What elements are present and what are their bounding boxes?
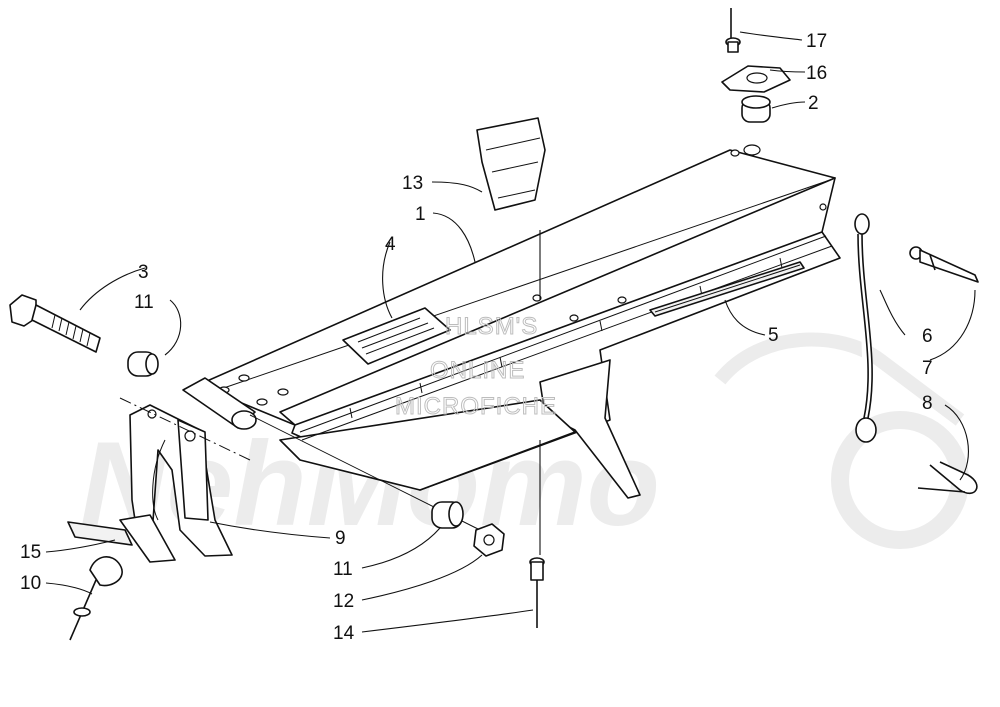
stand <box>119 404 233 563</box>
watermark-line-1: HLSM'S <box>445 313 538 340</box>
watermark-line-2: ONLINE <box>430 357 525 384</box>
callout-7: 7 <box>922 358 933 379</box>
leader-lines <box>45 31 976 633</box>
callout-2: 2 <box>808 93 819 114</box>
callout-8: 8 <box>922 393 933 414</box>
watermark-text: HLSM'S ONLINE MICROFICHE <box>395 313 557 421</box>
deck-holes <box>218 144 827 406</box>
callout-13: 13 <box>402 173 423 194</box>
bolt <box>9 294 101 353</box>
pin <box>909 246 979 283</box>
tether-cable <box>854 213 877 443</box>
callout-1: 1 <box>415 204 426 225</box>
callout-6: 6 <box>922 326 933 347</box>
nut <box>473 523 505 557</box>
grommet <box>741 95 771 123</box>
plate <box>67 521 133 546</box>
callout-4: 4 <box>385 234 396 255</box>
callout-12: 12 <box>333 591 354 612</box>
callout-5: 5 <box>768 325 779 346</box>
callout-11-lower: 11 <box>333 559 353 580</box>
callout-11-upper: 11 <box>134 292 154 313</box>
knob <box>69 556 123 641</box>
rivet-lower <box>529 557 545 628</box>
bracket-clip <box>476 117 546 211</box>
callout-9: 9 <box>335 528 346 549</box>
bushing-upper <box>127 351 159 377</box>
watermark-line-3: MICROFICHE <box>395 393 557 420</box>
flange-plate <box>721 65 791 93</box>
hair-pin-clip <box>917 461 978 495</box>
callout-14: 14 <box>333 623 355 644</box>
callout-10: 10 <box>20 573 41 594</box>
rivet-top <box>725 8 741 53</box>
callout-15: 15 <box>20 542 41 563</box>
bushing-lower <box>431 501 464 529</box>
callout-labels: 17 16 2 13 1 4 3 11 5 6 7 8 9 15 10 11 1… <box>20 31 933 644</box>
callout-3: 3 <box>138 262 149 283</box>
decal <box>342 307 451 365</box>
strip <box>649 261 805 317</box>
callout-16: 16 <box>806 63 827 84</box>
callout-17: 17 <box>806 31 827 52</box>
